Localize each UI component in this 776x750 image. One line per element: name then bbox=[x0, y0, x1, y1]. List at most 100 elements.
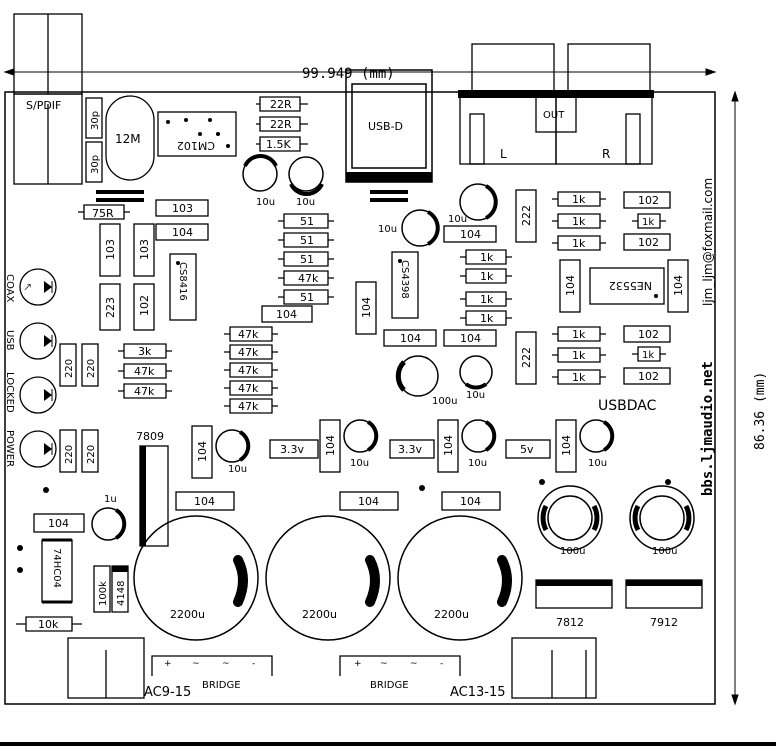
bridge-left-pin-ac1: ~ bbox=[192, 659, 200, 669]
ic-74hc04-label: 74HC04 bbox=[51, 548, 62, 588]
res-220-b-label: 220 bbox=[86, 359, 97, 378]
res-100k-label: 100k bbox=[98, 581, 109, 606]
width-dimension bbox=[3, 68, 717, 76]
spdif-connector bbox=[13, 13, 83, 185]
cap-104-p-label: 104 bbox=[48, 517, 69, 530]
cap-2200u-c bbox=[397, 515, 523, 641]
ic-cs8416 bbox=[169, 253, 197, 321]
voltage-5v-label: 5v bbox=[520, 443, 534, 456]
led-locked-label: LOCKED bbox=[4, 372, 15, 413]
bridge-left-pin-plus: + bbox=[164, 659, 172, 669]
cap-10u-a-label: 10u bbox=[256, 197, 275, 208]
width-dimension-label: 99.949 (mm) bbox=[302, 66, 395, 82]
cap-10u-b-label: 10u bbox=[296, 197, 315, 208]
cap-10u-d-label: 10u bbox=[448, 214, 467, 225]
res-1k-a-label: 1k bbox=[480, 251, 494, 264]
res-220-a-label: 220 bbox=[64, 359, 75, 378]
crystal bbox=[105, 95, 155, 181]
cap-100u-a-label: 100u bbox=[432, 396, 457, 407]
res-47k-h-label: 47k bbox=[238, 400, 259, 413]
out-label: OUT bbox=[543, 110, 565, 121]
cap-104-m-label: 104 bbox=[194, 495, 215, 508]
usb-label: USB-D bbox=[368, 120, 403, 133]
bridge-right-pin-ac1: ~ bbox=[380, 659, 388, 669]
bridge-right-pin-minus: - bbox=[440, 659, 443, 669]
right-channel-label: R bbox=[602, 147, 610, 161]
left-channel-label: L bbox=[500, 147, 507, 161]
res-1k-d-label: 1k bbox=[480, 312, 494, 325]
cap-102-a-label: 102 bbox=[138, 295, 151, 316]
cap-103-a-label: 103 bbox=[172, 202, 193, 215]
bridge-right-pin-ac2: ~ bbox=[410, 659, 418, 669]
voltage-3v3-a-label: 3.3v bbox=[280, 443, 304, 456]
res-47k-c-label: 47k bbox=[298, 272, 319, 285]
cap-10u-b bbox=[288, 156, 324, 192]
cap-30p-bottom-label: 30p bbox=[90, 155, 101, 174]
cap-104-i-label: 104 bbox=[196, 441, 209, 462]
bridge-right-label: BRIDGE bbox=[370, 680, 409, 691]
reg-7809-label: 7809 bbox=[136, 430, 164, 443]
res-1k-e-label: 1k bbox=[572, 193, 586, 206]
res-47k-f-label: 47k bbox=[238, 364, 259, 377]
crystal-label: 12M bbox=[115, 132, 141, 146]
cap-104-l-label: 104 bbox=[560, 435, 573, 456]
res-1k-j-label: 1k bbox=[572, 371, 586, 384]
cap-2200u-b-label: 2200u bbox=[302, 608, 337, 621]
cap-10u-f-label: 10u bbox=[228, 464, 247, 475]
cap-30p-bottom bbox=[85, 141, 103, 183]
res-47k-g-label: 47k bbox=[238, 382, 259, 395]
res-1k-i-label: 1k bbox=[572, 349, 586, 362]
cap-2200u-a bbox=[133, 515, 259, 641]
cap-102-e-label: 102 bbox=[638, 370, 659, 383]
led-power-label: POWER bbox=[4, 430, 15, 467]
ic-cm102 bbox=[157, 111, 237, 157]
res-1k-c-label: 1k bbox=[480, 293, 494, 306]
reg-7812-label: 7812 bbox=[556, 616, 584, 629]
res-51-c-label: 51 bbox=[300, 253, 314, 266]
ic-cm102-label: CM102 bbox=[177, 139, 215, 152]
cap-104-a-label: 104 bbox=[172, 226, 193, 239]
email-label: ljm_ljm@foxmail.com bbox=[701, 178, 715, 306]
cap-104-n-label: 104 bbox=[358, 495, 379, 508]
svg-text:🡕: 🡕 bbox=[24, 281, 31, 294]
ac-connector-left bbox=[67, 637, 145, 699]
cap-104-d-label: 104 bbox=[460, 228, 481, 241]
res-47k-a-label: 47k bbox=[134, 365, 155, 378]
cap-100u-c-label: 100u bbox=[652, 546, 677, 557]
cap-10u-g-label: 10u bbox=[350, 458, 369, 469]
output-connectors bbox=[459, 43, 653, 165]
res-1k-k-label: 1k bbox=[642, 217, 654, 228]
cap-104-h-label: 104 bbox=[672, 275, 685, 296]
res-47k-d-label: 47k bbox=[238, 328, 259, 341]
bridge-left-label: BRIDGE bbox=[202, 680, 241, 691]
cap-104-f-label: 104 bbox=[460, 332, 481, 345]
res-1-5k-label: 1.5K bbox=[266, 138, 291, 151]
cap-104-j-label: 104 bbox=[324, 435, 337, 456]
cap-100u-b-label: 100u bbox=[560, 546, 585, 557]
website-label: bbs.ljmaudio.net bbox=[700, 361, 716, 496]
cap-222-b-label: 222 bbox=[520, 347, 533, 368]
cap-2200u-a-label: 2200u bbox=[170, 608, 205, 621]
led-column bbox=[19, 268, 57, 468]
res-51-d-label: 51 bbox=[300, 291, 314, 304]
cap-10u-e-label: 10u bbox=[466, 390, 485, 401]
cap-104-o-label: 104 bbox=[460, 495, 481, 508]
res-10k-label: 10k bbox=[38, 618, 59, 631]
res-1k-b-label: 1k bbox=[480, 270, 494, 283]
cap-102-c-label: 102 bbox=[638, 236, 659, 249]
ic-ne5532-label: NE5532 bbox=[609, 279, 652, 292]
cap-10u-h-label: 10u bbox=[468, 458, 487, 469]
cap-103-c-label: 103 bbox=[138, 239, 151, 260]
bridge-right-pin-plus: + bbox=[354, 659, 362, 669]
res-75r-label: 75R bbox=[92, 207, 114, 220]
cap-104-k-label: 104 bbox=[442, 435, 455, 456]
bridge-left-pin-minus: - bbox=[252, 659, 255, 669]
cap-10u-i-label: 10u bbox=[588, 458, 607, 469]
cap-102-b-label: 102 bbox=[638, 194, 659, 207]
bridge-left-pin-ac2: ~ bbox=[222, 659, 230, 669]
cap-103-b-label: 103 bbox=[104, 239, 117, 260]
cap-104-g-label: 104 bbox=[564, 275, 577, 296]
height-dimension bbox=[731, 90, 739, 706]
cap-102-d-label: 102 bbox=[638, 328, 659, 341]
